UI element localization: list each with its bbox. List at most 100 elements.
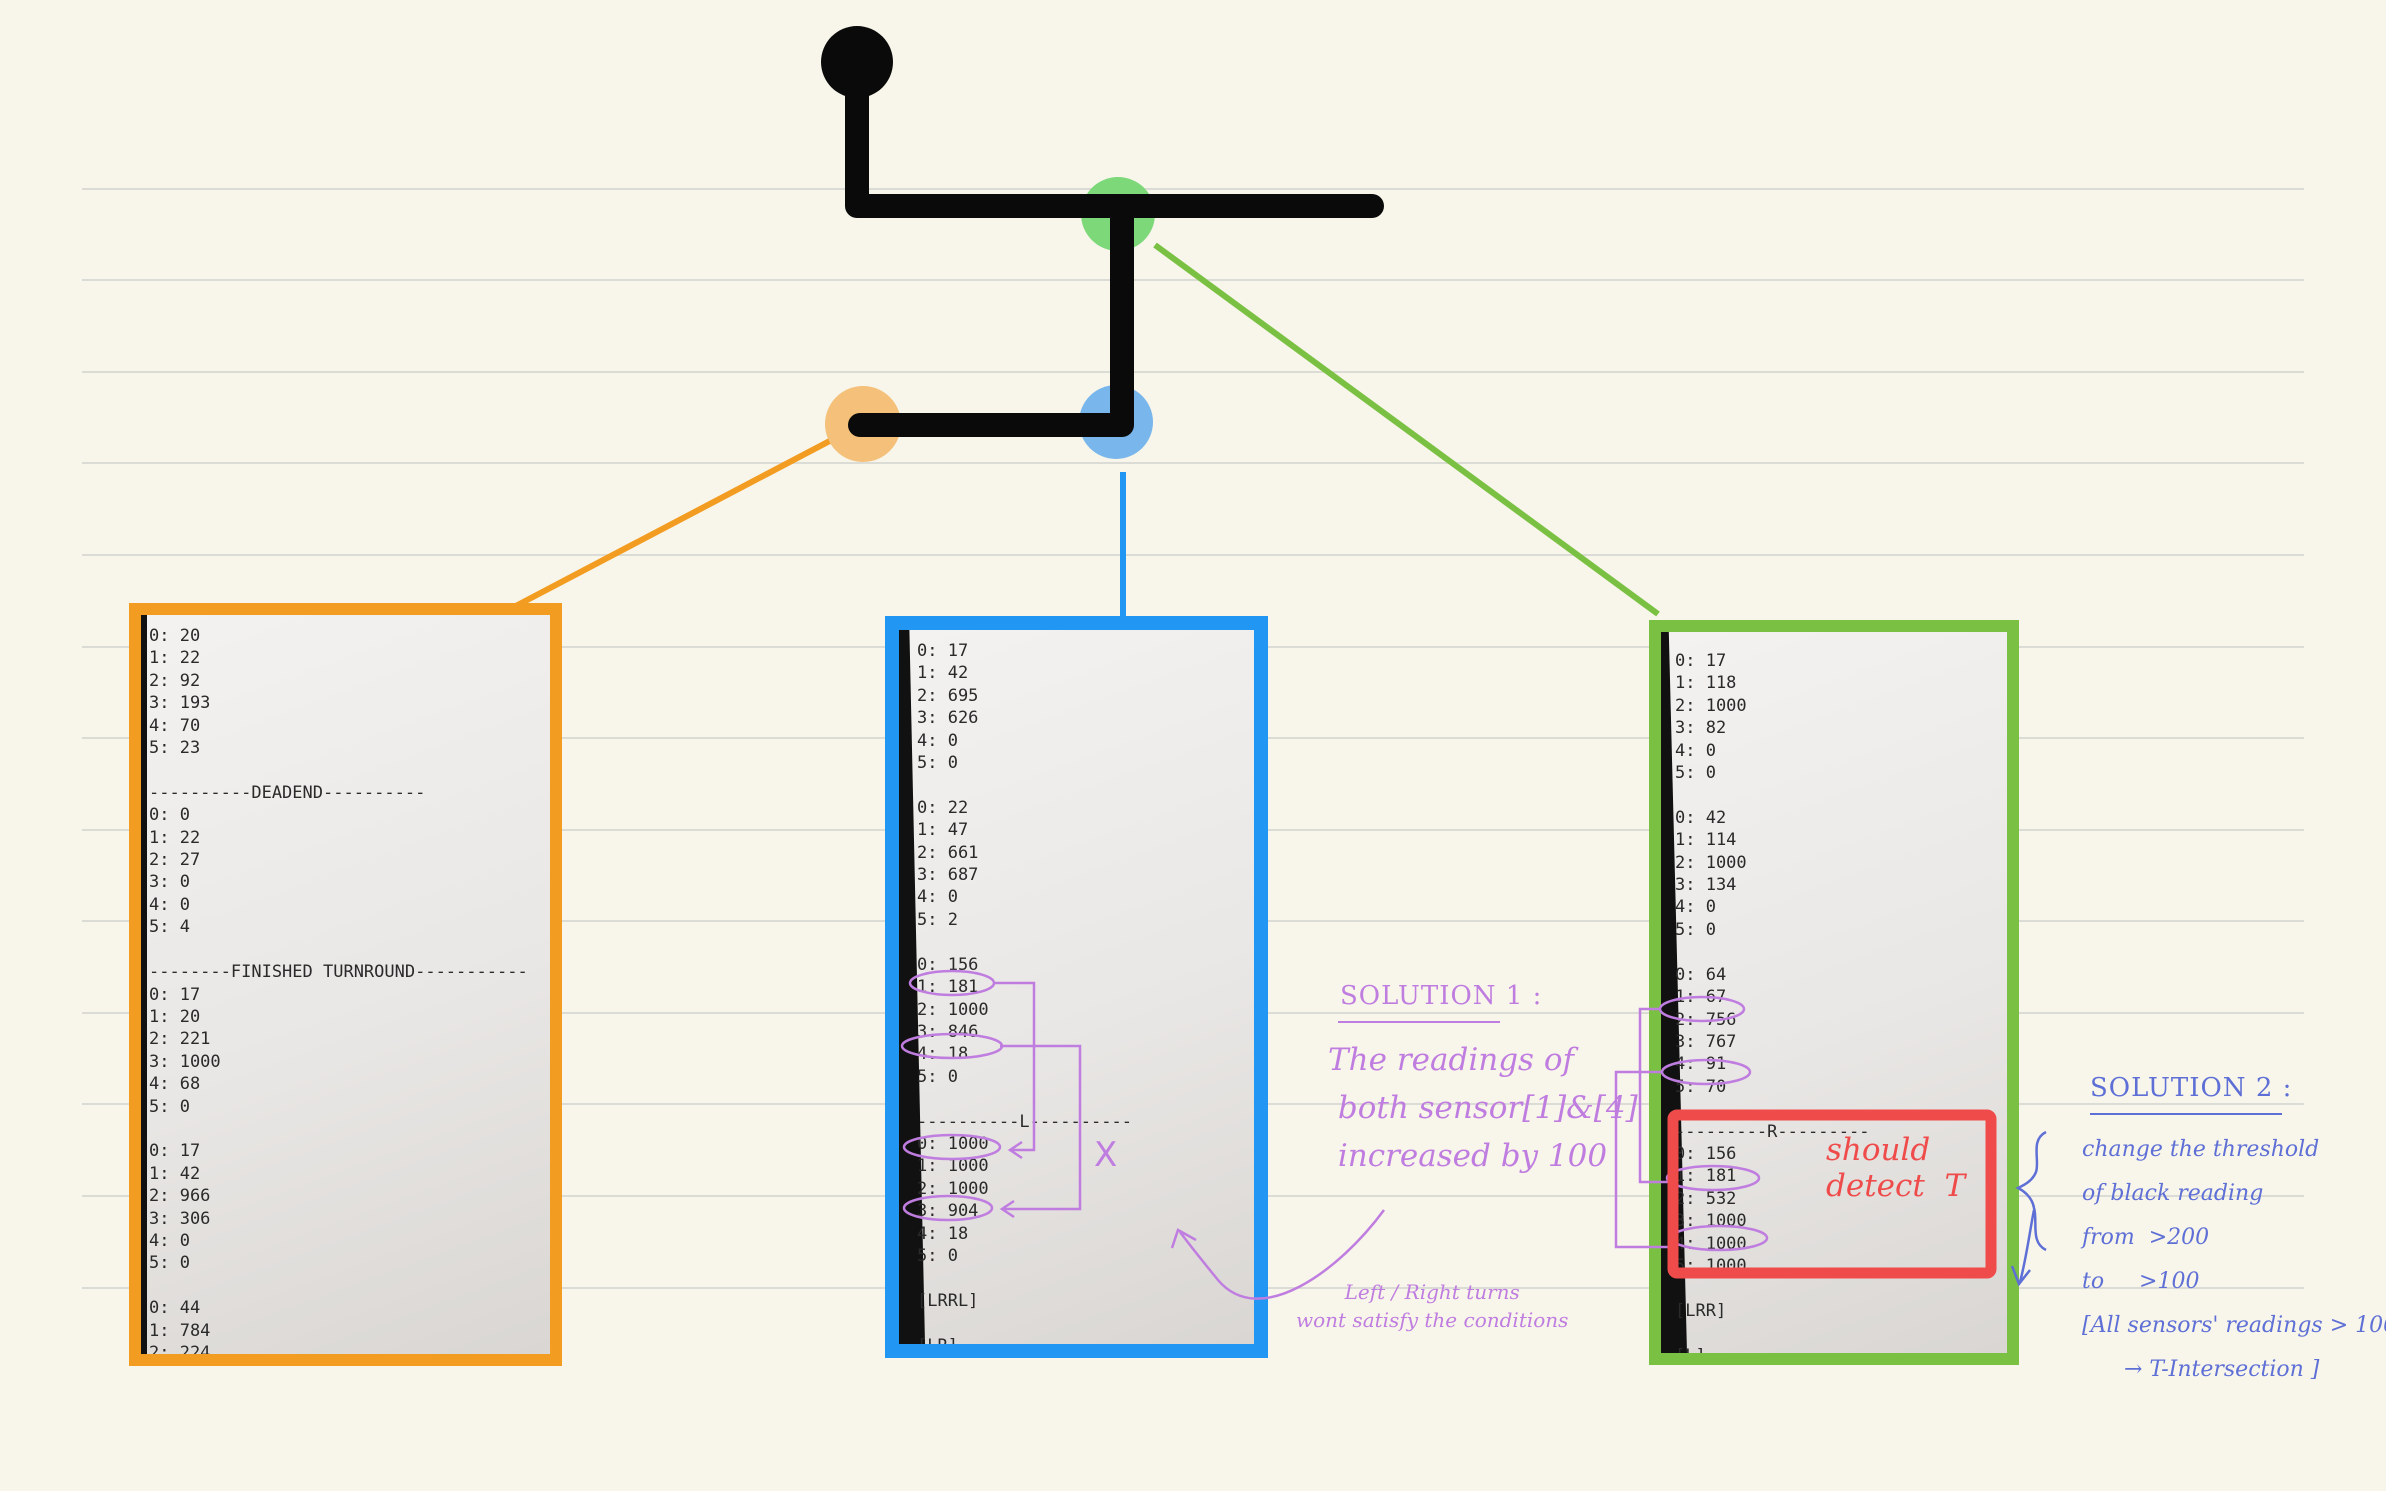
readout-line: 4: 0 <box>1675 740 1716 761</box>
readout-line: 3: 687 <box>917 865 979 886</box>
ruled-line <box>82 462 2304 464</box>
sensor-circle <box>900 1032 1004 1060</box>
readout-line: 0: 44 <box>149 1298 201 1319</box>
serial-readout: 0: 17 1: 42 2: 695 3: 626 4: 0 5: 0 0: 2… <box>917 640 1132 1356</box>
readout-line: 1: 42 <box>917 663 969 684</box>
readout-line: 3: 904 <box>917 1201 979 1222</box>
sensor-circle <box>1665 1164 1761 1192</box>
readout-line: 0: 17 <box>917 641 969 661</box>
arrow-head <box>1170 1228 1197 1249</box>
readout-line: 1: 784 <box>149 1320 211 1341</box>
brace-arrow <box>2018 1209 2036 1283</box>
readout-line: 0: 42 <box>1675 807 1727 828</box>
comparison-bracket <box>1614 1070 1672 1249</box>
maze-path <box>845 48 1384 218</box>
readout-line: 1: 47 <box>917 820 969 841</box>
readout-line: 4: 68 <box>149 1074 201 1095</box>
readout-line: 0: 64 <box>1675 964 1727 985</box>
readout-line: [LR] <box>917 1335 958 1356</box>
readout-line: --------FINISHED TURNROUND----------- <box>149 962 528 983</box>
sensor-circle <box>1660 1058 1752 1086</box>
solution2-body: change the threshold of black reading fr… <box>2082 1137 2386 1382</box>
solution1-title: SOLUTION 1 : <box>1340 981 1543 1011</box>
readout-line: 0: 1000 <box>917 1133 989 1154</box>
readout-line: 1: 20 <box>149 1006 201 1027</box>
comparison-bracket <box>1000 1044 1082 1211</box>
readout-line: 2: 221 <box>149 1029 211 1050</box>
readout-line: 3: 306 <box>149 1208 211 1229</box>
readout-line: 3: 767 <box>1675 1031 1737 1052</box>
readout-line: 5: 0 <box>149 1253 190 1274</box>
ruled-line <box>82 279 2304 281</box>
readout-line: 0: 20 <box>149 626 201 646</box>
readout-line: 4: 0 <box>917 730 958 751</box>
solution1-body: The readings of both sensor[1]&[4] incre… <box>1328 1042 1638 1174</box>
readout-line: 2: 1000 <box>917 1178 989 1199</box>
readout-line: ----------L---------- <box>917 1111 1132 1132</box>
readout-line: ---------R--------- <box>1675 1121 1870 1142</box>
readout-line: 0: 22 <box>917 797 969 818</box>
readout-line: 1: 22 <box>149 827 201 848</box>
readout-line: 5: 0 <box>1675 763 1716 784</box>
arrow-head <box>1007 1140 1023 1160</box>
readout-line: 3: 82 <box>1675 718 1727 739</box>
readout-line: 1: 1000 <box>917 1156 989 1177</box>
readout-line: 3: 846 <box>917 1021 979 1042</box>
readout-line: 0: 156 <box>917 954 979 975</box>
photo-edge-shadow <box>141 615 147 1354</box>
readout-line: 0: 17 <box>149 1141 201 1162</box>
corner-readings-panel: 0: 17 1: 42 2: 695 3: 626 4: 0 5: 0 0: 2… <box>885 616 1268 1358</box>
readout-line: ----------DEADEND---------- <box>149 782 426 803</box>
readout-line: 3: 1000 <box>149 1051 221 1072</box>
solution2-title: SOLUTION 2 : <box>2090 1073 2293 1103</box>
t-detection-highlight <box>1667 1109 1997 1279</box>
readout-line: 5: 0 <box>149 1096 190 1117</box>
should-detect-label: should detect T <box>1826 1132 1966 1204</box>
readout-line: 3: 0 <box>149 872 190 893</box>
readout-line: 5: 0 <box>917 1066 958 1087</box>
comparison-bracket <box>1638 1007 1668 1184</box>
dead-end-readings-panel: 0: 20 1: 22 2: 92 3: 193 4: 70 5: 23 ---… <box>129 603 562 1366</box>
readout-line: 4: 0 <box>1675 897 1716 918</box>
readout-line: 4: 70 <box>149 715 201 736</box>
readout-line: 5: 0 <box>917 753 958 774</box>
readout-line: 1: 22 <box>149 648 201 669</box>
start-node <box>821 26 893 98</box>
comparison-bracket <box>994 981 1036 1152</box>
readout-line: [LRRL] <box>917 1290 979 1311</box>
readout-line: 1: 114 <box>1675 830 1737 851</box>
sensor-circle <box>1658 995 1746 1023</box>
serial-readout: 0: 20 1: 22 2: 92 3: 193 4: 70 5: 23 ---… <box>149 625 528 1354</box>
readout-line: 2: 1000 <box>917 999 989 1020</box>
arrow-head <box>2010 1265 2031 1287</box>
readout-line: 4: 18 <box>917 1223 969 1244</box>
readout-line: 2: 1000 <box>1675 695 1747 716</box>
readout-line: 2: 966 <box>149 1186 211 1207</box>
connector-green <box>1153 242 1660 617</box>
solution1-note: Left / Right turns wont satisfy the cond… <box>1296 1280 1569 1332</box>
readout-line: 5: 2 <box>917 909 958 930</box>
readout-line: 5: 0 <box>917 1245 958 1266</box>
readout-line: 2: 695 <box>917 685 979 706</box>
readout-line: 2: 92 <box>149 670 201 691</box>
readout-line: 1: 118 <box>1675 673 1737 694</box>
sensor-circle <box>902 1133 1002 1161</box>
readout-line: 3: 134 <box>1675 875 1737 896</box>
sensor-circle <box>902 1194 994 1222</box>
readout-line: 3: 193 <box>149 693 211 714</box>
readout-line: 0: 17 <box>149 984 201 1005</box>
connector-orange <box>510 421 864 611</box>
readout-line: 0: 17 <box>1675 651 1727 671</box>
x-mark: X <box>1094 1135 1118 1175</box>
readout-line: 0: 156 <box>1675 1143 1737 1164</box>
readout-line: 3: 626 <box>917 708 979 729</box>
ruled-line <box>82 371 2304 373</box>
readout-line: 2: 661 <box>917 842 979 863</box>
sensor-circle <box>1669 1224 1769 1252</box>
readout-line: 2: 1000 <box>1675 852 1747 873</box>
readout-line: 1: 181 <box>1675 1166 1737 1187</box>
readout-line: 2: 532 <box>1675 1188 1737 1209</box>
